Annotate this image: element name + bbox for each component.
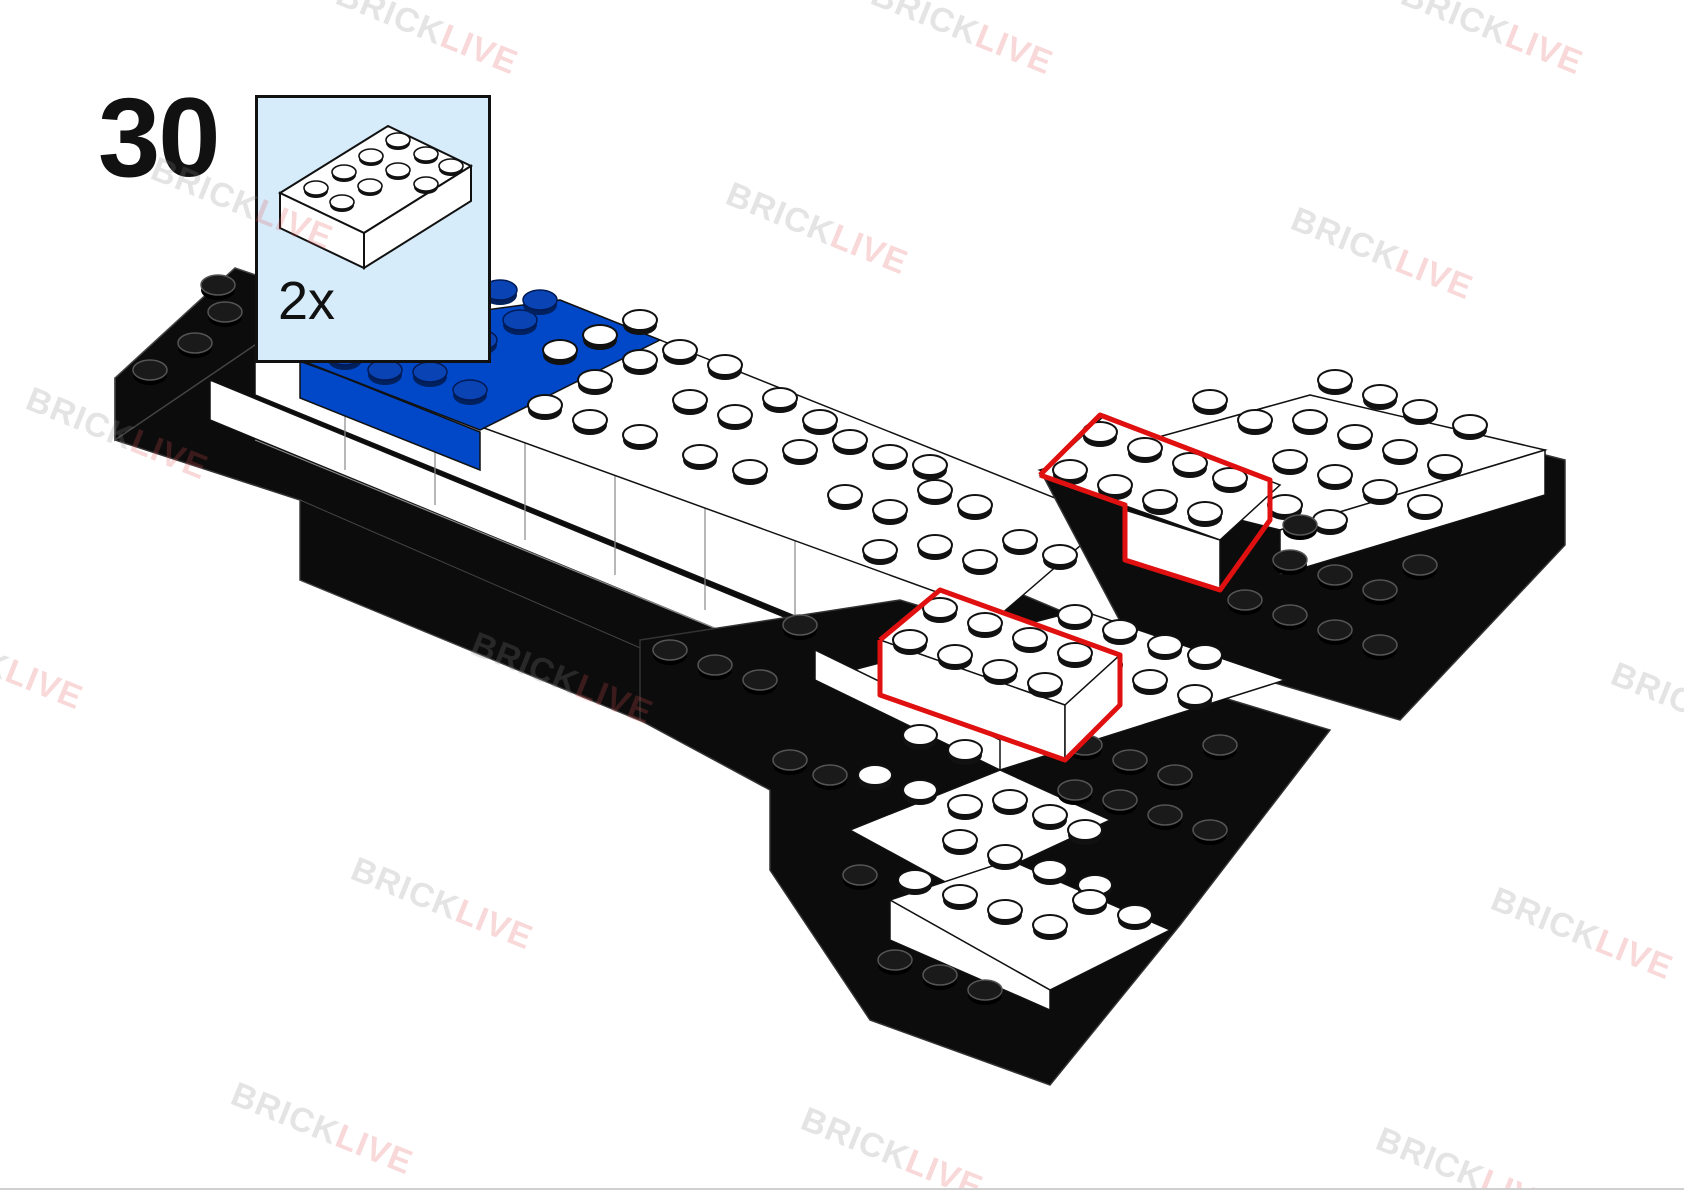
parts-callout: 2x [255, 95, 491, 363]
page-bottom-edge [0, 1188, 1684, 1190]
white-brick-2x4-icon [277, 124, 474, 270]
step-number: 30 [98, 75, 221, 200]
new-brick-lower [877, 587, 1123, 763]
part-quantity: 2x [278, 271, 336, 331]
new-brick-upper [1038, 412, 1282, 593]
